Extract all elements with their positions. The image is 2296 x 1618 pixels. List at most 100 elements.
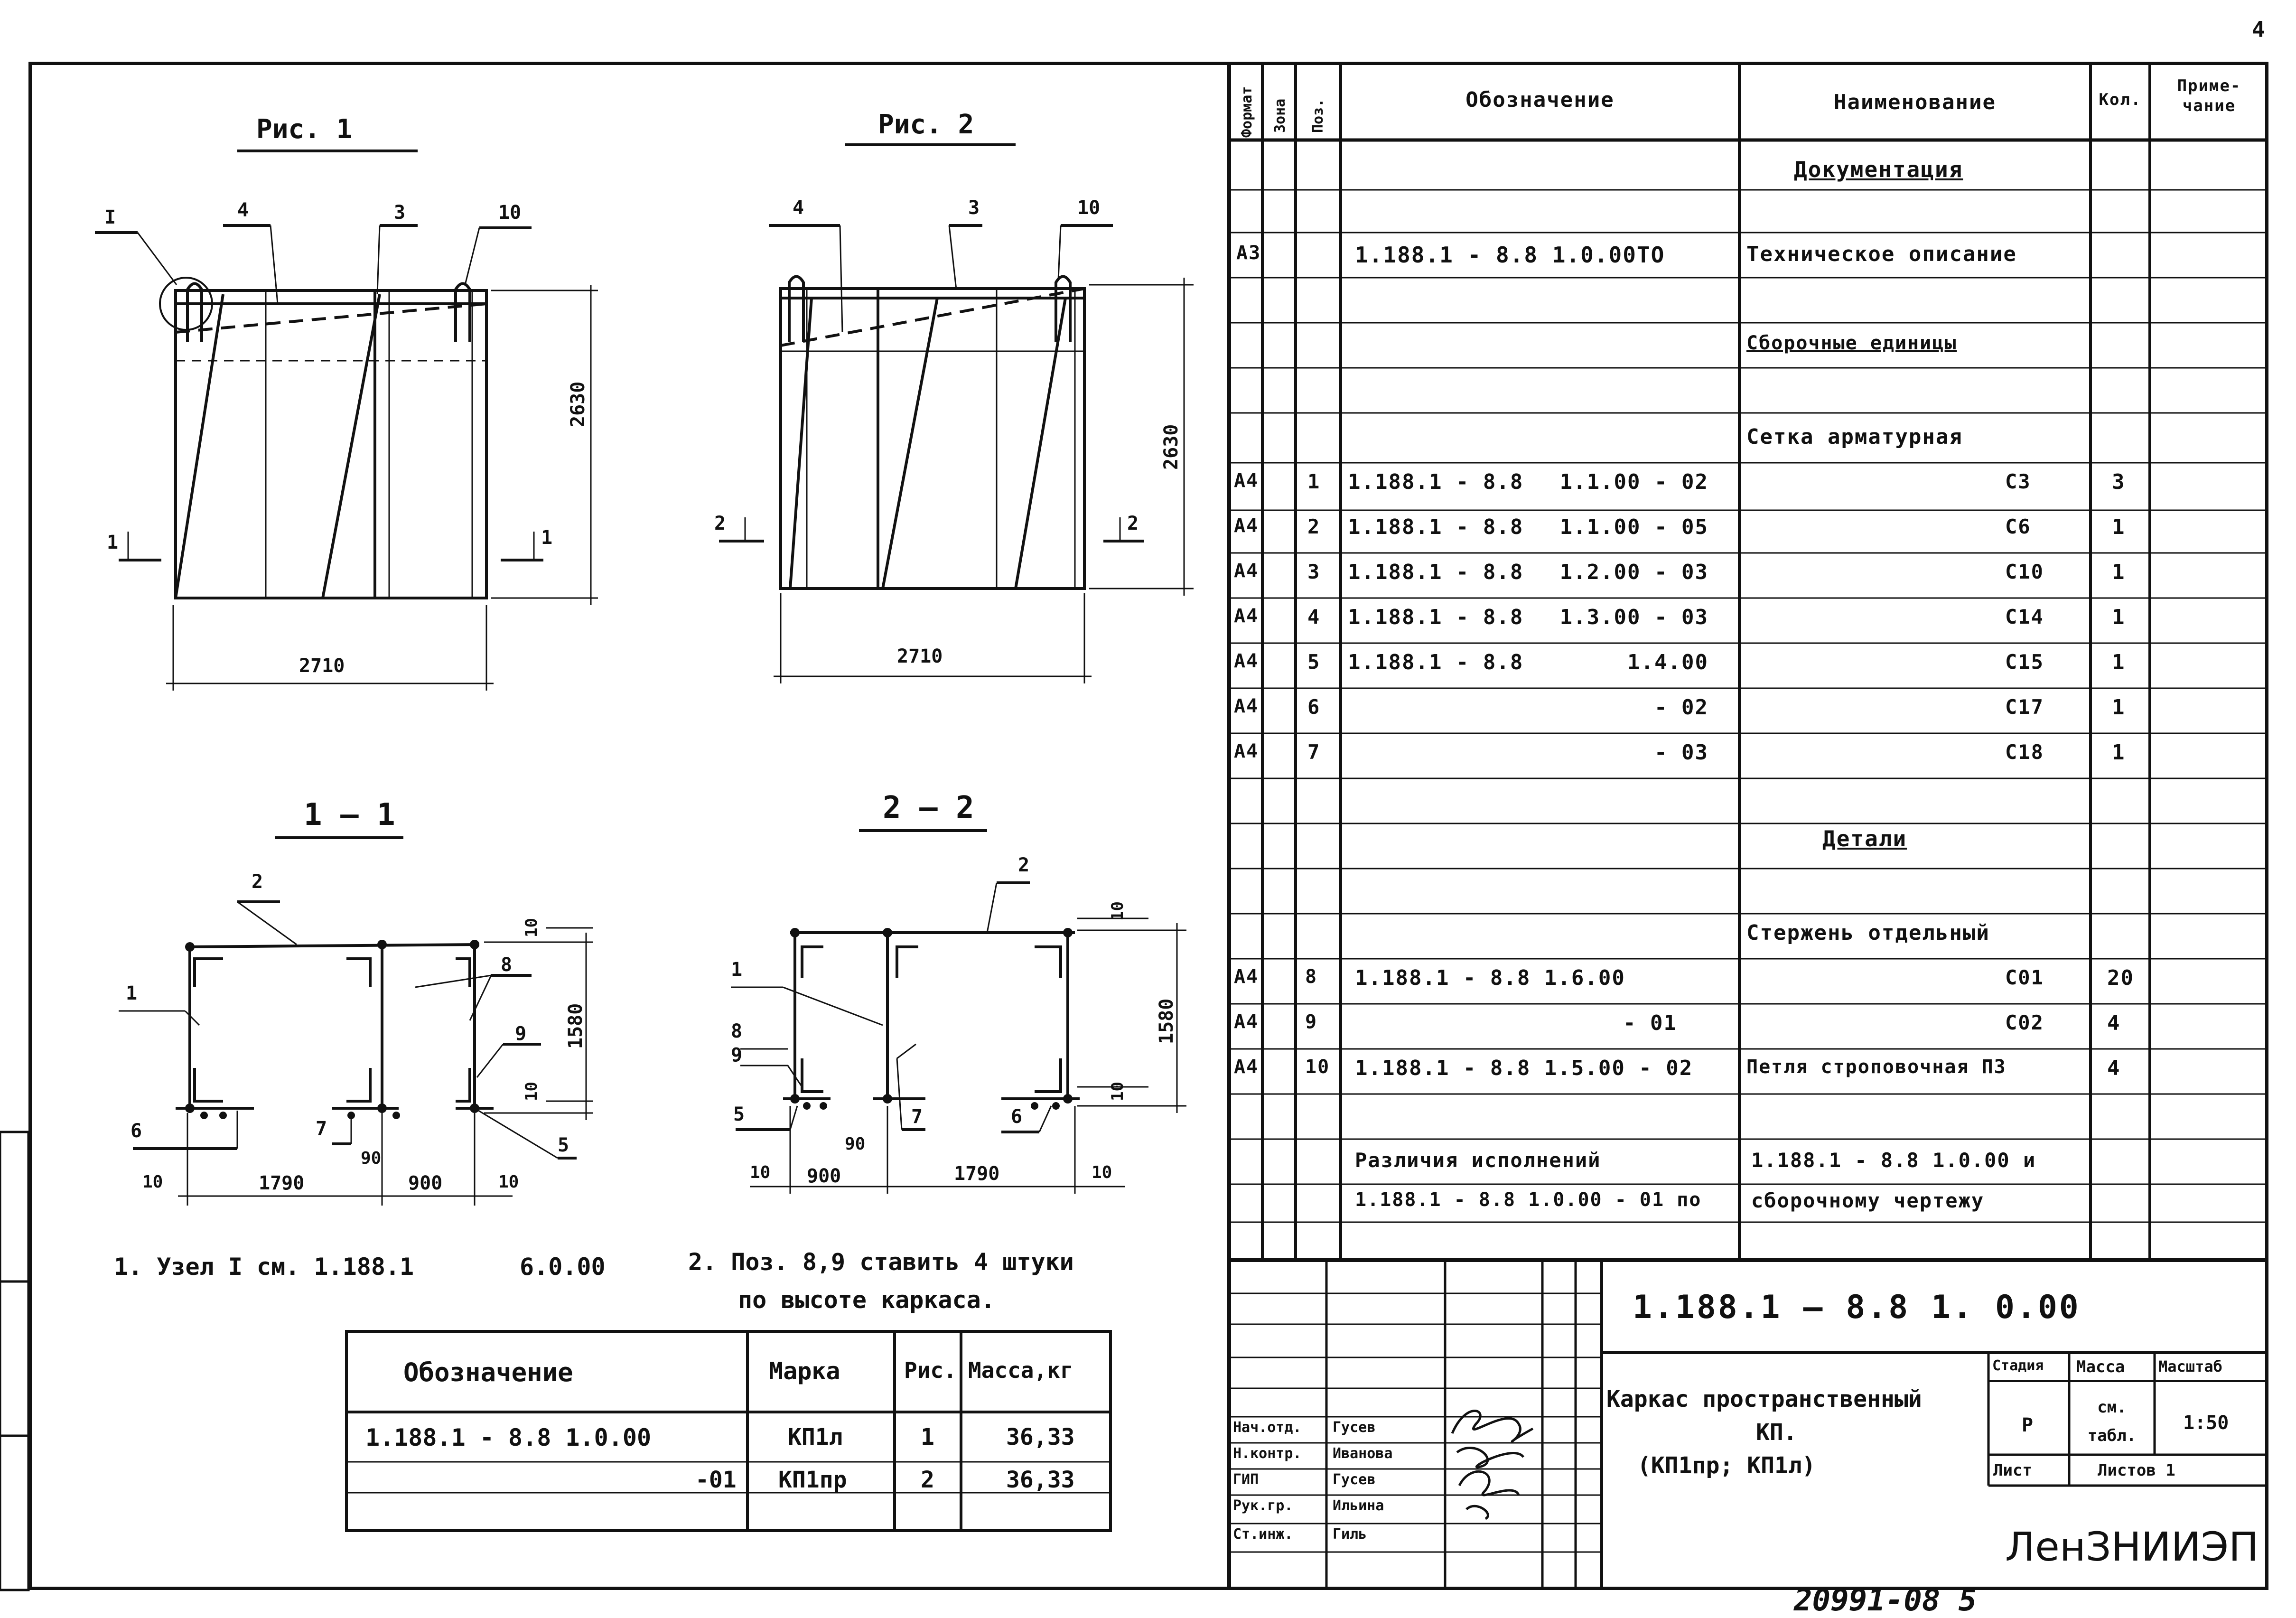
fig2-title: Рис. 2: [878, 109, 974, 140]
mass-table-header-figure: Рис.: [904, 1357, 957, 1383]
stage-value: Р: [2022, 1414, 2034, 1436]
fig2-cut-right: 2: [1127, 513, 1139, 534]
spec-row-designation: 1.188.1 - 8.8 1.6.00: [1355, 966, 1625, 990]
spec-row-designation-part1: 1.188.1 - 8.8: [1348, 560, 1524, 584]
signature-name: Гусев: [1333, 1419, 1376, 1436]
sec1-pos6: 6: [131, 1120, 142, 1142]
spec-row-name: С17: [2005, 695, 2044, 719]
sec1-pos8: 8: [501, 954, 513, 976]
stage-header: Стадия: [1992, 1357, 2044, 1374]
spec-row-pos: 4: [1307, 605, 1321, 628]
sec2-dim-10-left: 10: [750, 1163, 771, 1182]
spec-row-designation: - 01: [1623, 1011, 1677, 1035]
spec-row-qty: 3: [2112, 470, 2126, 494]
spec-row-name: С14: [2005, 605, 2044, 628]
signature-role: Н.контр.: [1233, 1445, 1302, 1462]
spec-section-assembly: Сборочные единицы: [1746, 332, 1957, 354]
fig2-pos3: 3: [968, 197, 980, 219]
sec1-pos9: 9: [515, 1023, 527, 1045]
spec-subsection-mesh: Сетка арматурная: [1746, 425, 1963, 449]
fig2-pos10: 10: [1077, 197, 1101, 219]
spec-row-pos: 6: [1307, 695, 1321, 719]
fig2-width-dim: 2710: [897, 645, 943, 667]
mass-header: Масса: [2076, 1357, 2125, 1376]
sec2-pos5: 5: [733, 1104, 745, 1125]
mass-row-1-mark: КП1л: [788, 1424, 843, 1450]
spec-row-name: С10: [2005, 560, 2044, 583]
section-1-title: 1 — 1: [304, 797, 395, 832]
page-number: 4: [2252, 17, 2265, 42]
organization-name: ЛенЗНИИЭП: [2005, 1524, 2259, 1570]
spec-row-format: А4: [1234, 740, 1259, 762]
sec2-pos1: 1: [731, 959, 743, 981]
sec2-dim-900: 900: [807, 1165, 841, 1187]
spec-row-qty: 20: [2107, 966, 2134, 990]
spec-row-designation-part2: 1.1.00 - 05: [1559, 515, 1708, 539]
spec-row-designation-part1: 1.188.1 - 8.8: [1348, 605, 1524, 629]
signature-role: Ст.инж.: [1233, 1526, 1293, 1543]
spec-header-note: Приме- чание: [2177, 76, 2241, 115]
spec-row-name: С18: [2005, 740, 2044, 764]
sec1-dim-10-right: 10: [498, 1172, 519, 1192]
spec-row-designation-part1: 1.188.1 - 8.8: [1348, 470, 1524, 494]
spec-row-name: С01: [2005, 966, 2044, 989]
sheets-header: Листов 1: [2098, 1461, 2175, 1480]
mass-table-header-mass: Масса,кг: [968, 1357, 1073, 1383]
mass-row-1-designation: 1.188.1 - 8.8 1.0.00: [365, 1424, 652, 1451]
signature-role: Рук.гр.: [1233, 1497, 1293, 1514]
title-line-2: КП.: [1756, 1419, 1797, 1446]
mass-row-2-mark: КП1пр: [778, 1467, 847, 1493]
spec-row-pos: 2: [1307, 515, 1321, 538]
spec-row-format: А4: [1234, 515, 1259, 537]
mass-row-1-mass: 36,33: [1006, 1424, 1075, 1450]
fig1-pos3: 3: [394, 202, 406, 224]
spec-row-designation: 1.188.1 - 8.8 1.5.00 - 02: [1355, 1056, 1693, 1080]
mass-table-header-designation: Обозначение: [403, 1357, 573, 1387]
spec-row-pos: 10: [1305, 1056, 1330, 1078]
mass-value: см. табл.: [2087, 1398, 2137, 1445]
note-1: 1. Узел I см. 1.188.1: [114, 1253, 414, 1281]
spec-doc-name: Техническое описание: [1746, 242, 2017, 266]
fig1-pos10: 10: [498, 202, 522, 224]
spec-diff-name-2: сборочному чертежу: [1751, 1189, 1985, 1212]
spec-row-pos: 9: [1305, 1011, 1318, 1033]
spec-row-qty: 4: [2107, 1011, 2121, 1035]
mass-row-2-mass: 36,33: [1006, 1467, 1075, 1493]
spec-row-format: А4: [1234, 560, 1259, 582]
sec2-dim-1790: 1790: [954, 1163, 1000, 1185]
signature-role: Нач.отд.: [1233, 1419, 1302, 1436]
spec-row-name: Петля строповочная П3: [1746, 1056, 2007, 1078]
spec-row-designation-part2: 1.3.00 - 03: [1559, 605, 1708, 629]
sec1-dim-1790: 1790: [259, 1172, 305, 1194]
signature-name: Гусев: [1333, 1471, 1376, 1488]
signature-name: Иванова: [1333, 1445, 1393, 1462]
spec-diff-name-1: 1.188.1 - 8.8 1.0.00 и: [1751, 1149, 2036, 1172]
spec-row-designation-part2: - 02: [1654, 695, 1708, 720]
spec-row-qty: 1: [2112, 605, 2126, 629]
spec-row-qty: 1: [2112, 740, 2126, 765]
spec-section-parts: Детали: [1822, 826, 1907, 851]
spec-diff-designation-1: Различия исполнений: [1355, 1149, 1601, 1172]
spec-header-name: Наименование: [1834, 90, 1996, 114]
sec1-pos2: 2: [252, 871, 263, 893]
spec-row-pos: 8: [1305, 966, 1318, 988]
sec2-dim-10-right: 10: [1092, 1163, 1112, 1182]
sheet-header: Лист: [1993, 1461, 2032, 1480]
spec-subsection-rod: Стержень отдельный: [1746, 921, 1990, 945]
sec1-dim-90: 90: [361, 1149, 382, 1168]
spec-row-qty: 1: [2112, 695, 2126, 720]
sec2-pos6: 6: [1011, 1106, 1023, 1128]
fig1-pos4: 4: [237, 199, 249, 221]
spec-row-format: А4: [1234, 605, 1259, 627]
spec-row-designation-part1: 1.188.1 - 8.8: [1348, 515, 1524, 539]
spec-row-designation-part2: 1.4.00: [1627, 650, 1708, 674]
spec-row-format: А4: [1234, 1011, 1259, 1033]
spec-row-pos: 7: [1307, 740, 1321, 764]
fig1-cut-left: 1: [107, 532, 119, 553]
